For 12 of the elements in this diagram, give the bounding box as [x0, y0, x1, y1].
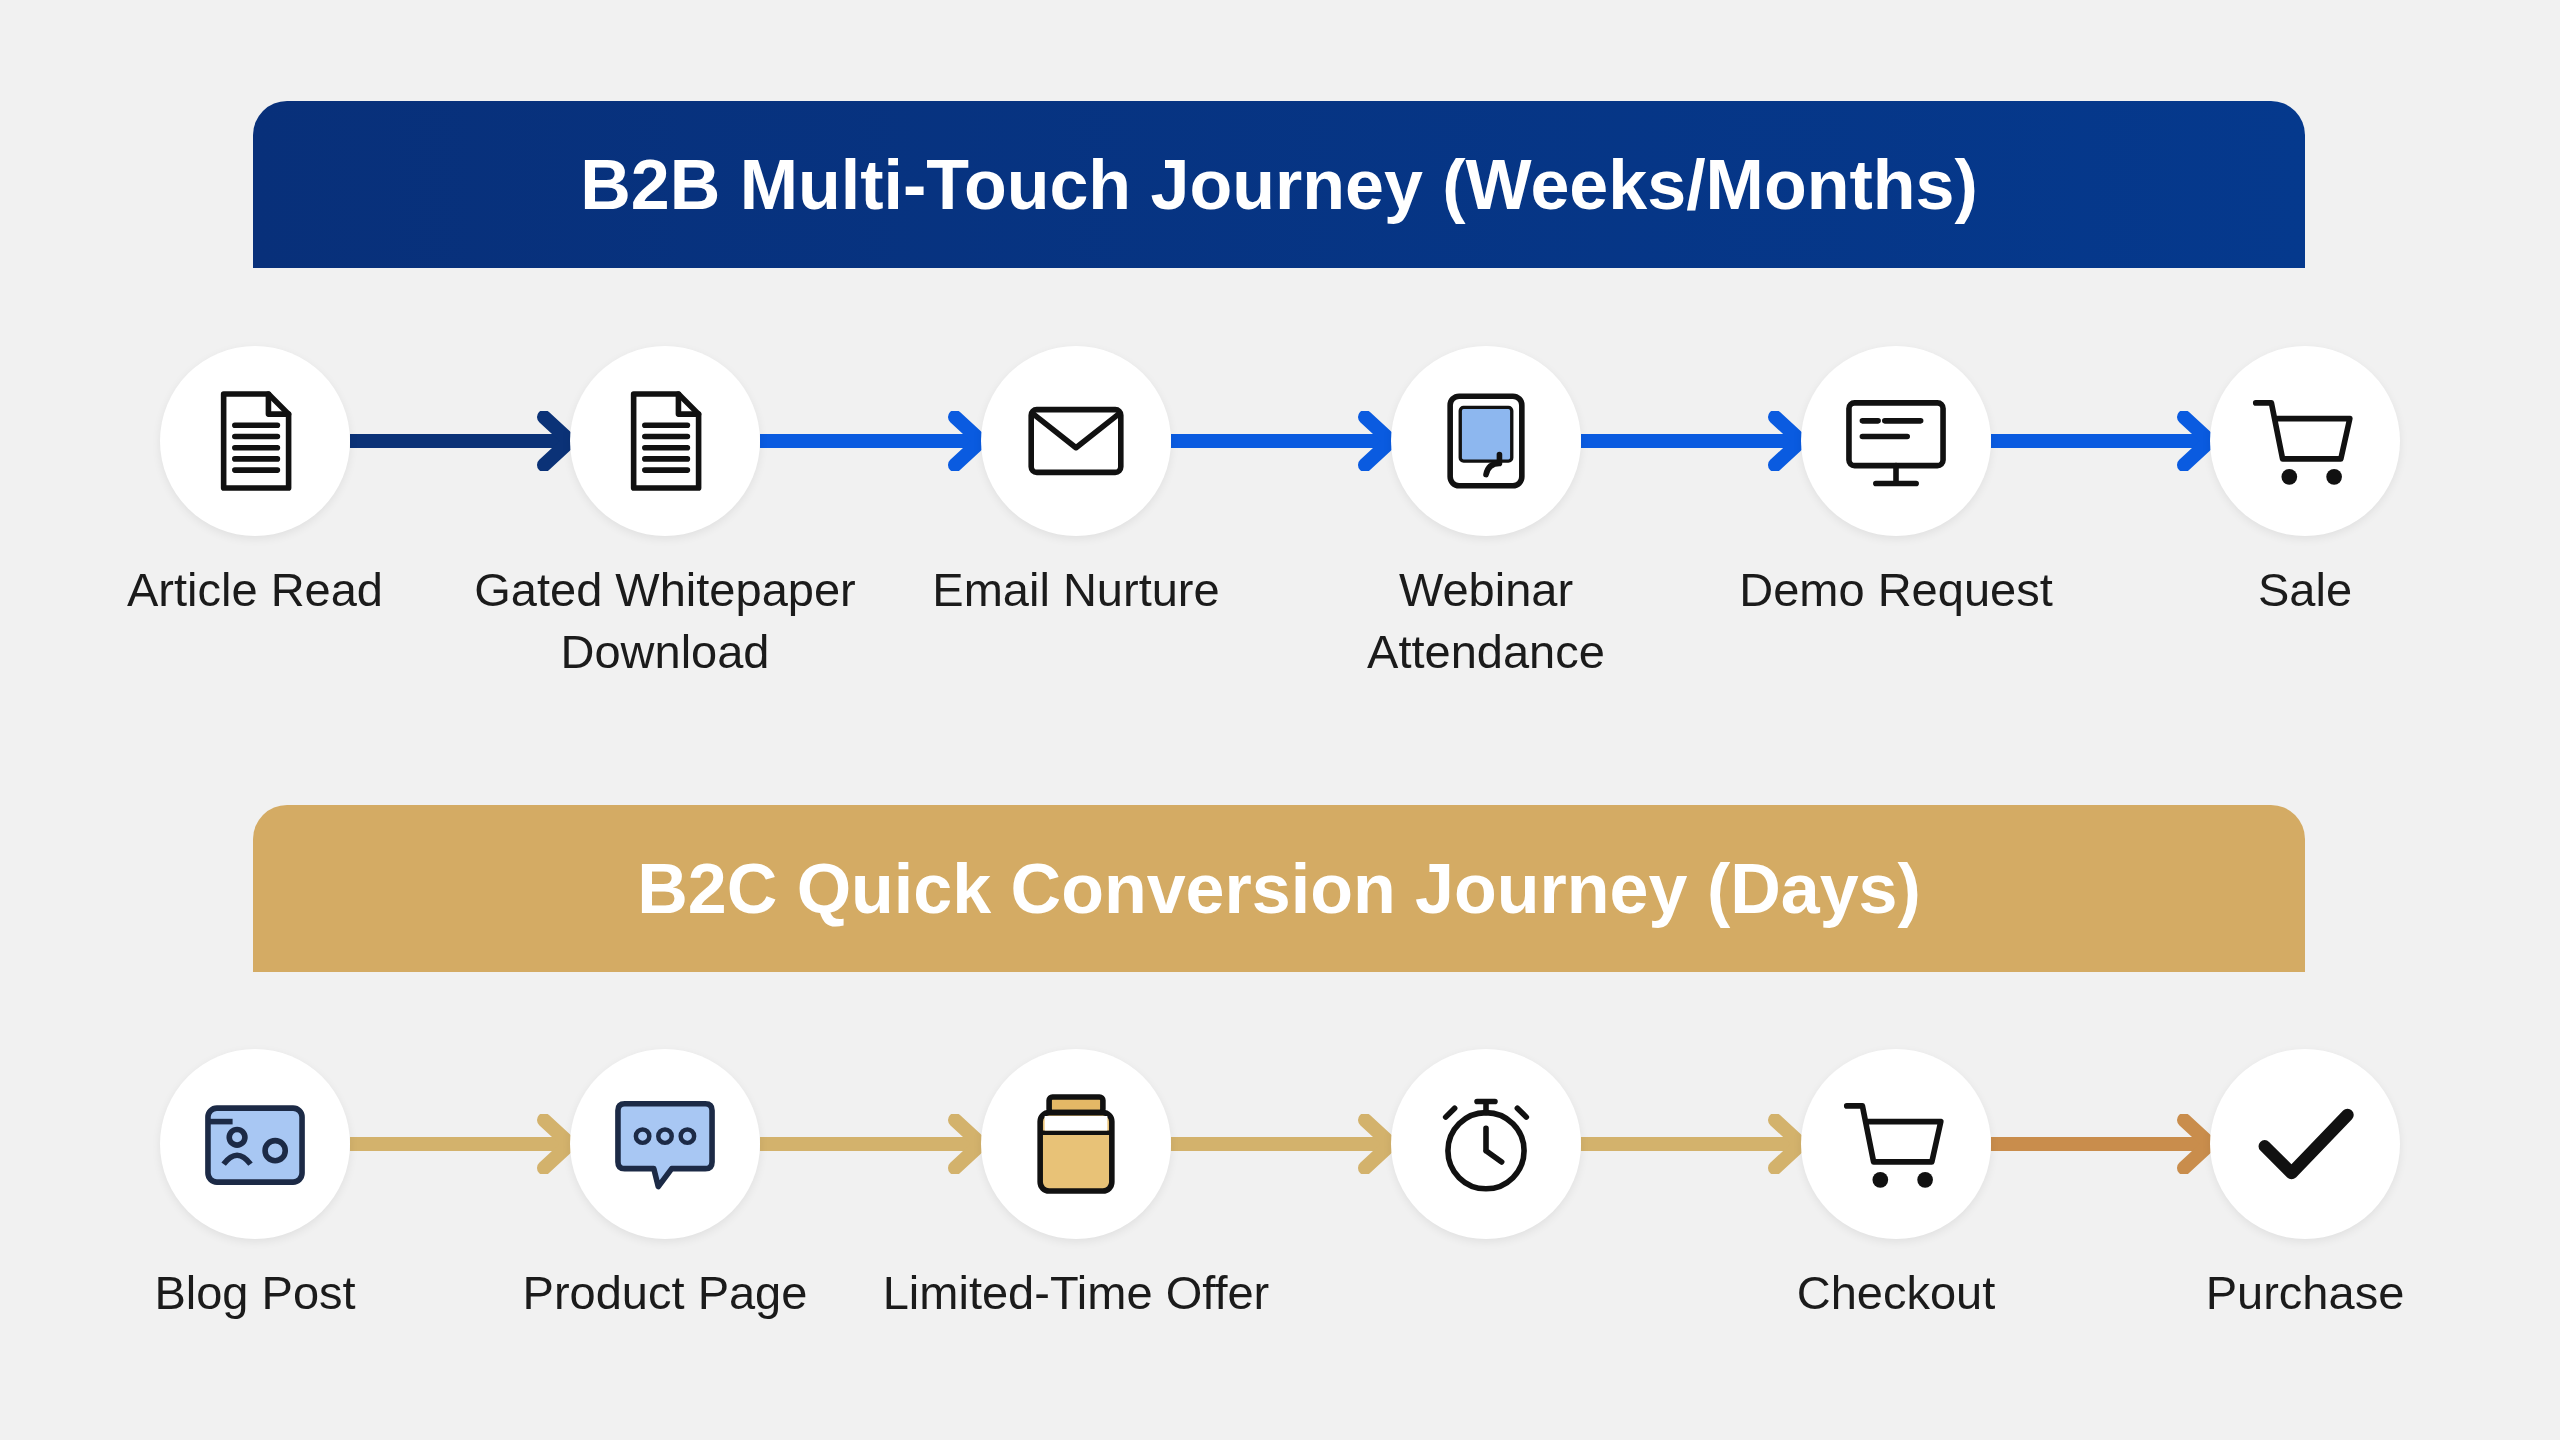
step-label: Blog Post — [153, 1265, 357, 1321]
step-label: Gated Whitepaper Download — [473, 562, 857, 680]
banner-title: B2B Multi-Touch Journey (Weeks/Months) — [580, 144, 1978, 225]
step-label: Limited-Time Offer — [881, 1265, 1271, 1321]
title-banner — [253, 101, 2305, 268]
step-label: Sale — [2256, 562, 2354, 618]
step-label: Demo Request — [1738, 562, 2054, 618]
title-banner — [253, 805, 2305, 972]
banner-title: B2C Quick Conversion Journey (Days) — [637, 848, 1921, 929]
step-label: Checkout — [1795, 1265, 1997, 1321]
step-label: Webinar Attendance — [1366, 562, 1606, 680]
step-label: Purchase — [2204, 1265, 2406, 1321]
